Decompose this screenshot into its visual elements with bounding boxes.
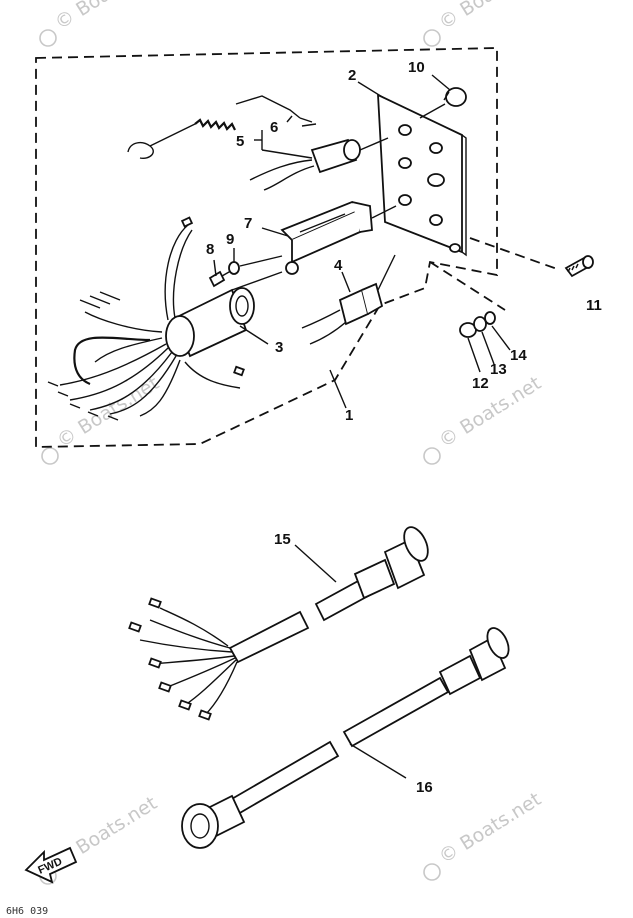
callout-2: 2 bbox=[348, 67, 356, 84]
watermark-mid-left: © Boats.net bbox=[41, 372, 163, 465]
watermark-top-left: © Boats.net bbox=[39, 0, 161, 47]
callout-13: 13 bbox=[490, 361, 507, 378]
callout-10: 10 bbox=[408, 59, 425, 76]
choke-switch bbox=[301, 254, 396, 345]
fwd-direction-marker: FWD bbox=[24, 846, 78, 884]
callout-8: 8 bbox=[206, 241, 214, 258]
callout-12: 12 bbox=[472, 375, 489, 392]
callout-6: 6 bbox=[270, 119, 278, 136]
cap-part bbox=[419, 87, 467, 119]
extension-cable-16 bbox=[181, 627, 510, 849]
washer-part bbox=[228, 255, 283, 275]
nut-washer-set bbox=[429, 261, 506, 338]
mounting-plate bbox=[377, 93, 467, 257]
callout-4: 4 bbox=[334, 257, 343, 274]
switch-harness bbox=[47, 216, 245, 421]
callout-3: 3 bbox=[275, 339, 283, 356]
callout-16: 16 bbox=[416, 779, 433, 796]
main-switch bbox=[165, 271, 283, 358]
extension-harness-15 bbox=[128, 526, 429, 721]
assembly-outline bbox=[35, 47, 498, 448]
watermark-text: © Boats.net bbox=[51, 0, 161, 34]
footer-code: 6H6 039 bbox=[6, 906, 48, 917]
watermark-top-right: © Boats.net bbox=[423, 0, 545, 47]
callout-1: 1 bbox=[345, 407, 353, 424]
leader-lines bbox=[213, 74, 511, 409]
callout-5: 5 bbox=[236, 133, 244, 150]
callout-group: 1 2 3 4 5 6 7 8 9 10 11 12 13 14 15 16 bbox=[206, 59, 602, 796]
stop-switch bbox=[249, 137, 389, 191]
callout-9: 9 bbox=[226, 231, 234, 248]
watermark-group: © Boats.net © Boats.net © Boats.net © Bo… bbox=[39, 0, 545, 885]
watermark-text: © Boats.net bbox=[435, 372, 545, 452]
watermark-text: © Boats.net bbox=[435, 788, 545, 868]
lanyard-cord bbox=[127, 95, 317, 160]
callout-15: 15 bbox=[274, 531, 291, 548]
watermark-bottom-right: © Boats.net bbox=[423, 788, 545, 881]
callout-11: 11 bbox=[586, 297, 602, 314]
watermark-text: © Boats.net bbox=[435, 0, 545, 34]
callout-7: 7 bbox=[244, 215, 252, 232]
switch-bracket bbox=[280, 200, 397, 275]
callout-14: 14 bbox=[510, 347, 527, 364]
screw-11 bbox=[564, 255, 594, 278]
leader-11 bbox=[469, 237, 561, 271]
